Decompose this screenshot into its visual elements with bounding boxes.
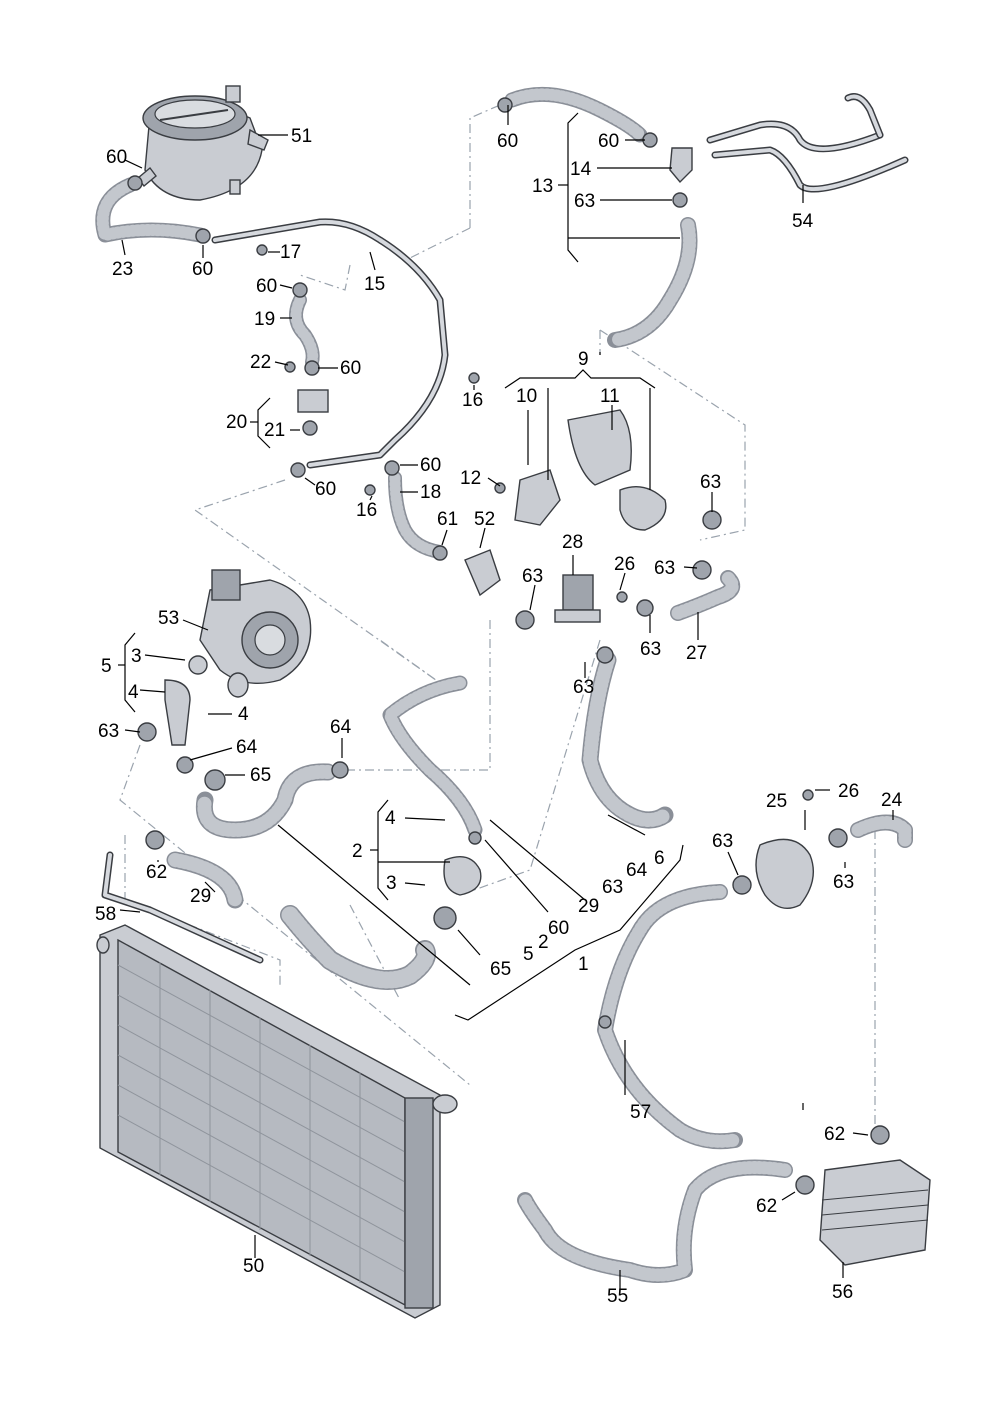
label-15: 15	[364, 274, 385, 295]
label-60: 60	[192, 259, 213, 280]
label-53: 53	[158, 608, 179, 629]
pipes	[101, 93, 909, 964]
label-63: 63	[573, 677, 594, 698]
clamps	[127, 97, 890, 1195]
label-60: 60	[340, 358, 361, 379]
label-63: 63	[712, 831, 733, 852]
label-4: 4	[385, 808, 396, 829]
label-19: 19	[254, 309, 275, 330]
label-2: 2	[538, 932, 549, 953]
label-60: 60	[106, 147, 127, 168]
part-labels: 51 60 23 60 17 15 60 19 22 60 16 20 21 6…	[95, 126, 903, 1307]
label-10: 10	[516, 386, 537, 407]
label-18: 18	[420, 482, 441, 503]
label-57: 57	[630, 1102, 651, 1123]
label-63: 63	[602, 877, 623, 898]
label-26: 26	[838, 781, 859, 802]
label-29: 29	[578, 896, 599, 917]
label-3: 3	[131, 646, 142, 667]
label-27: 27	[686, 643, 707, 664]
label-62: 62	[146, 862, 167, 883]
label-6: 6	[654, 848, 665, 869]
label-64: 64	[330, 717, 352, 738]
label-51: 51	[291, 126, 312, 147]
label-28: 28	[562, 532, 583, 553]
label-23: 23	[112, 259, 133, 280]
label-63: 63	[833, 872, 854, 893]
label-4: 4	[128, 682, 139, 703]
label-58: 58	[95, 904, 116, 925]
label-60: 60	[598, 131, 619, 152]
label-63: 63	[98, 721, 119, 742]
label-16: 16	[356, 500, 377, 521]
expansion-tank-51	[137, 85, 269, 201]
label-60: 60	[548, 918, 569, 939]
label-5: 5	[101, 656, 112, 677]
label-52: 52	[474, 509, 495, 530]
label-60: 60	[256, 276, 277, 297]
label-50: 50	[243, 1256, 264, 1277]
label-54: 54	[792, 211, 814, 232]
label-61: 61	[437, 509, 458, 530]
label-22: 22	[250, 352, 271, 373]
label-60: 60	[497, 131, 518, 152]
label-63: 63	[640, 639, 661, 660]
leader-lines	[118, 105, 894, 1290]
label-2: 2	[352, 841, 363, 862]
label-21: 21	[264, 420, 285, 441]
label-26: 26	[614, 554, 635, 575]
label-4: 4	[238, 704, 249, 725]
label-65: 65	[250, 765, 271, 786]
label-56: 56	[832, 1282, 853, 1303]
label-63: 63	[700, 472, 721, 493]
label-62: 62	[756, 1196, 777, 1217]
label-60: 60	[420, 455, 441, 476]
label-55: 55	[607, 1286, 628, 1307]
label-5: 5	[523, 944, 534, 965]
label-9: 9	[578, 349, 589, 370]
label-63: 63	[574, 191, 595, 212]
label-63: 63	[654, 558, 675, 579]
label-62: 62	[824, 1124, 845, 1145]
radiator-50	[96, 924, 458, 1319]
label-20: 20	[226, 412, 247, 433]
label-1: 1	[578, 954, 589, 975]
label-12: 12	[460, 468, 481, 489]
label-25: 25	[766, 791, 787, 812]
label-14: 14	[570, 159, 592, 180]
label-11: 11	[600, 386, 620, 407]
label-13: 13	[532, 176, 553, 197]
label-64: 64	[626, 860, 648, 881]
hoses	[95, 86, 913, 1283]
label-29: 29	[190, 886, 211, 907]
label-24: 24	[881, 790, 903, 811]
label-63: 63	[522, 566, 543, 587]
components	[164, 147, 931, 1266]
label-3: 3	[386, 873, 397, 894]
label-60: 60	[315, 479, 336, 500]
label-64: 64	[236, 737, 258, 758]
label-65: 65	[490, 959, 511, 980]
label-17: 17	[280, 242, 301, 263]
label-16: 16	[462, 390, 483, 411]
